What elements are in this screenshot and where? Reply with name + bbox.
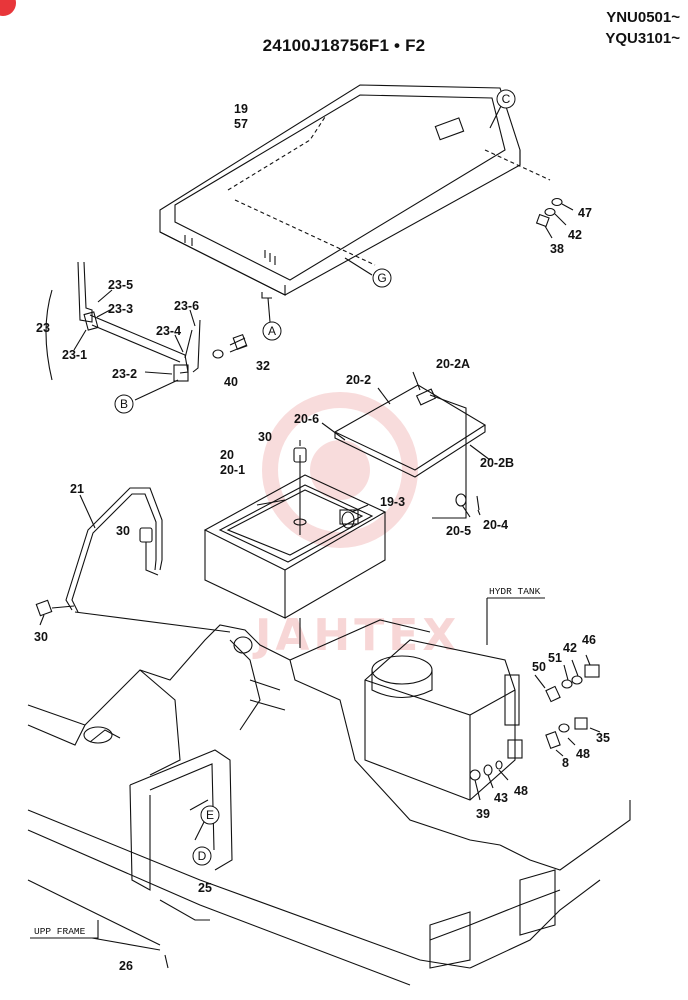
label-20-2A: 20-2A <box>436 357 470 371</box>
label-57: 57 <box>234 117 248 131</box>
watermark: JAHTEX <box>252 392 460 661</box>
label-23-5: 23-5 <box>108 278 133 292</box>
label-26: 26 <box>119 959 133 973</box>
svg-text:G: G <box>377 271 386 285</box>
hydr-tank-tag: HYDR TANK <box>489 586 541 597</box>
label-20-5: 20-5 <box>446 524 471 538</box>
label-39: 39 <box>476 807 490 821</box>
label-38: 38 <box>550 242 564 256</box>
label-48-left: 48 <box>514 784 528 798</box>
bracket-assembly-23 <box>45 261 248 401</box>
svg-text:A: A <box>268 324 276 338</box>
label-32: 32 <box>256 359 270 373</box>
serial-range-2: YQU3101~ <box>605 30 680 47</box>
hood-hardware <box>535 197 574 239</box>
callout-B: B <box>114 394 134 414</box>
hydraulic-tank <box>364 597 601 801</box>
label-51: 51 <box>548 651 562 665</box>
part-labels: 19 57 47 42 38 23-5 23-3 23 23-1 23-6 23… <box>34 102 610 973</box>
svg-text:B: B <box>120 397 128 411</box>
label-30-box: 30 <box>258 430 272 444</box>
label-42-tank: 42 <box>563 641 577 655</box>
label-21: 21 <box>70 482 84 496</box>
callout-D: D <box>192 846 212 866</box>
upper-frame <box>27 619 631 986</box>
label-25: 25 <box>198 881 212 895</box>
label-23: 23 <box>36 321 50 335</box>
svg-text:E: E <box>206 808 214 822</box>
label-23-6: 23-6 <box>174 299 199 313</box>
label-48-right: 48 <box>576 747 590 761</box>
label-20-2B: 20-2B <box>480 456 514 470</box>
svg-text:D: D <box>198 849 207 863</box>
callout-E: E <box>200 805 220 825</box>
callout-C: C <box>496 89 516 109</box>
cover-20-2 <box>321 371 491 519</box>
serial-range-1: YNU0501~ <box>606 9 680 26</box>
tool-box-20 <box>203 440 481 648</box>
watermark-text: JAHTEX <box>252 610 460 661</box>
upp-frame-tag-line <box>30 920 99 939</box>
label-30-frame: 30 <box>34 630 48 644</box>
svg-text:C: C <box>502 92 511 106</box>
label-23-3: 23-3 <box>108 302 133 316</box>
label-47: 47 <box>578 206 592 220</box>
label-20-1: 20-1 <box>220 463 245 477</box>
label-20-6: 20-6 <box>294 412 319 426</box>
diagram-title: 24100J18756F1 • F2 <box>262 36 426 55</box>
label-23-4: 23-4 <box>156 324 181 338</box>
label-19-3: 19-3 <box>380 495 405 509</box>
label-20-2: 20-2 <box>346 373 371 387</box>
label-20: 20 <box>220 448 234 462</box>
upp-frame-tag: UPP FRAME <box>34 926 86 937</box>
callout-A: A <box>262 321 282 341</box>
label-40: 40 <box>224 375 238 389</box>
handle-21 <box>35 487 231 633</box>
label-8: 8 <box>562 756 569 770</box>
label-46: 46 <box>582 633 596 647</box>
label-19: 19 <box>234 102 248 116</box>
circle-callouts: A B C G E D <box>114 89 516 866</box>
red-circle-icon <box>0 0 16 16</box>
engine-hood <box>159 84 551 323</box>
label-23-2: 23-2 <box>112 367 137 381</box>
label-42-hood: 42 <box>568 228 582 242</box>
label-50: 50 <box>532 660 546 674</box>
label-35: 35 <box>596 731 610 745</box>
label-43: 43 <box>494 791 508 805</box>
label-30-handle: 30 <box>116 524 130 538</box>
label-23-1: 23-1 <box>62 348 87 362</box>
callout-G: G <box>372 268 392 288</box>
label-20-4: 20-4 <box>483 518 508 532</box>
